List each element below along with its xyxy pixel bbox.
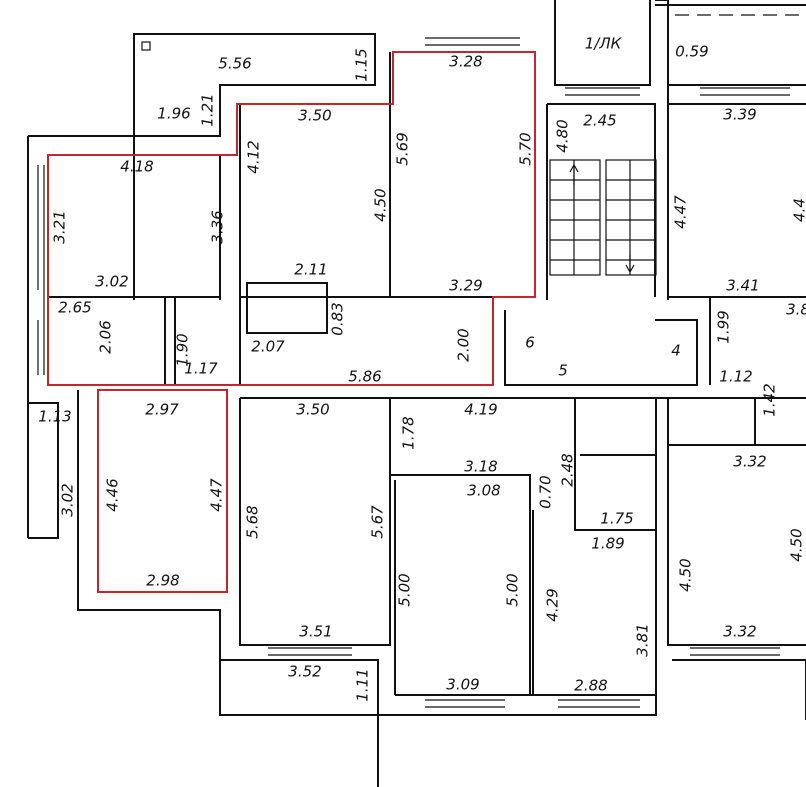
dimension-label: 0.70	[537, 475, 555, 508]
dimension-label: 4	[671, 342, 681, 360]
dimension-label: 3.50	[298, 107, 331, 125]
dimension-label: 2.48	[559, 453, 577, 486]
dimension-label: 4.46	[104, 478, 122, 511]
dimension-label: 4.29	[544, 588, 562, 621]
dimension-label: 3.02	[95, 273, 128, 291]
dimension-label: 5.86	[348, 368, 381, 386]
dimension-label: 3.51	[299, 623, 332, 641]
dimension-label: 4.50	[372, 188, 390, 221]
apartment-outline	[47, 51, 536, 593]
dimension-label: 1.12	[719, 368, 752, 386]
dimension-label: 4.47	[672, 195, 690, 229]
dimension-label: 3.52	[288, 663, 321, 681]
dimension-label: 1.90	[174, 333, 192, 366]
dimension-label: 3.09	[446, 676, 479, 694]
dimension-label: 4.19	[464, 401, 497, 419]
dimension-label: 4.18	[120, 158, 153, 176]
dimension-label: 3.50	[296, 401, 329, 419]
dimension-label: 2.97	[145, 401, 179, 419]
dimension-label: 2.98	[146, 572, 179, 590]
dimension-label: 2.65	[58, 299, 91, 317]
dimension-label: 3.8	[786, 301, 806, 319]
dimension-label: 3.28	[449, 53, 482, 71]
dimension-label: 5.68	[244, 505, 262, 538]
dimension-label: 5.67	[369, 505, 387, 539]
dimension-label: 1.96	[157, 105, 190, 123]
dimension-label: 1.21	[199, 93, 217, 126]
dimension-label: 4.50	[677, 558, 695, 591]
dimension-label: 5.69	[394, 132, 412, 165]
dimension-label: 1.15	[353, 48, 371, 81]
dimension-label: 1.78	[400, 416, 418, 449]
dimension-label: 1.75	[600, 510, 633, 528]
dimension-label: 3.21	[51, 210, 69, 243]
dimension-label: 3.02	[59, 483, 77, 516]
dimension-label: 4.12	[245, 140, 263, 173]
dimension-label: 6	[525, 334, 535, 352]
dimension-label: 3.08	[467, 482, 500, 500]
dimension-label: 2.06	[97, 320, 115, 353]
dimension-label: 5.00	[396, 573, 414, 606]
dimension-label: 2.88	[574, 677, 607, 695]
dimension-label: 3.36	[209, 210, 227, 243]
dimension-label: 3.29	[449, 277, 482, 295]
dimension-label: 4.4	[791, 198, 806, 222]
dimension-label: 4.47	[208, 478, 226, 512]
dimension-label: 1.13	[38, 408, 71, 426]
dimension-label: 3.41	[726, 277, 759, 295]
dimension-label: 1.11	[354, 668, 372, 701]
dimension-label: 4.50	[788, 528, 806, 561]
dimension-label: 2.45	[583, 112, 616, 130]
dimension-label: 1.42	[761, 383, 779, 416]
dimension-label: 2.07	[251, 338, 285, 356]
dimension-label: 5	[558, 362, 568, 380]
walls	[27, 0, 806, 787]
dimension-label: 1.99	[715, 310, 733, 343]
dimension-label: 3.32	[723, 623, 756, 641]
dimension-label: 1.17	[184, 360, 218, 378]
stair-label: 1/ЛК	[585, 35, 623, 53]
dimension-label: 1.89	[591, 535, 624, 553]
dimension-label: 3.18	[464, 458, 497, 476]
dimension-label: 2.00	[455, 328, 473, 361]
dimension-label: 3.39	[723, 106, 756, 124]
dimension-label: 0.83	[329, 302, 347, 335]
dimension-label: 5.56	[218, 55, 251, 73]
dimension-label: 3.81	[634, 623, 652, 656]
dimension-label: 5.70	[517, 132, 535, 165]
dimension-label: 0.59	[675, 43, 708, 61]
dimension-label: 3.32	[733, 453, 766, 471]
dimension-label: 4.80	[554, 119, 572, 152]
dimension-label: 2.11	[294, 261, 327, 279]
dimension-label: 5.00	[504, 573, 522, 606]
dimension-labels: 5.56 1.15 1.96 1.21 3.50 3.28 1/ЛК 0.59 3.39 2.45…	[38, 35, 806, 702]
